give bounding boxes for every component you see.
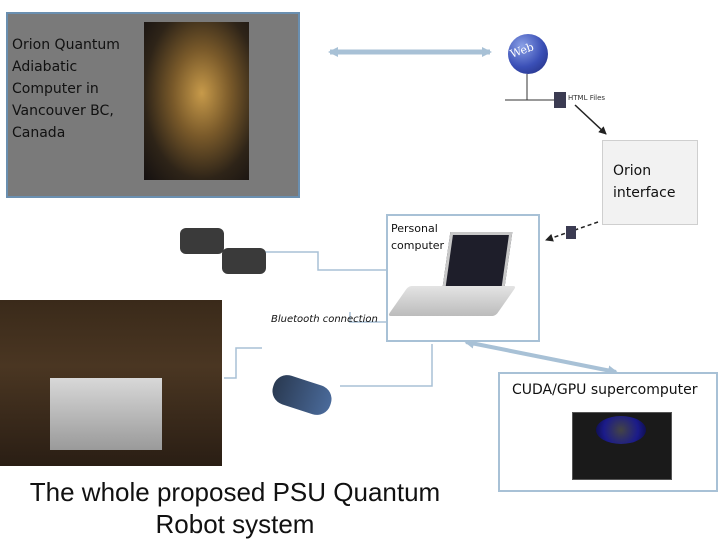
- camera-pc-line: [250, 251, 386, 271]
- cuda-supercomputer-label: CUDA/GPU supercomputer: [512, 382, 698, 398]
- robot-body-plate: [50, 378, 162, 450]
- server-icon: [554, 92, 566, 108]
- robot-bluetooth-line: [224, 347, 262, 379]
- personal-computer-label: Personal computer: [391, 222, 445, 252]
- pc-cuda-arrow: [464, 338, 618, 376]
- orion-interface-screenshot: [602, 140, 698, 225]
- web-globe-icon: [508, 34, 548, 74]
- bluetooth-pc-line: [349, 312, 386, 323]
- webcam-2: [222, 248, 266, 274]
- webcam-1: [180, 228, 224, 254]
- laptop-base: [387, 286, 517, 316]
- orion-interface-label: Orion interface: [613, 163, 676, 201]
- bluetooth-connection-label: Bluetooth connection: [271, 314, 378, 325]
- system-title: The whole proposed PSU Quantum Robot sys…: [29, 477, 441, 539]
- html-files-label: HTML Files: [568, 94, 606, 102]
- files-interface-arrow: [574, 104, 607, 135]
- quantum-computer-photo: [144, 22, 249, 180]
- server-icon-2: [566, 226, 576, 239]
- mic-pc-line: [340, 344, 433, 387]
- gpu-fan: [596, 416, 646, 444]
- orion-computer-label: Orion Quantum Adiabatic Computer in Vanc…: [12, 37, 120, 141]
- interface-pc-arrow: [545, 221, 599, 242]
